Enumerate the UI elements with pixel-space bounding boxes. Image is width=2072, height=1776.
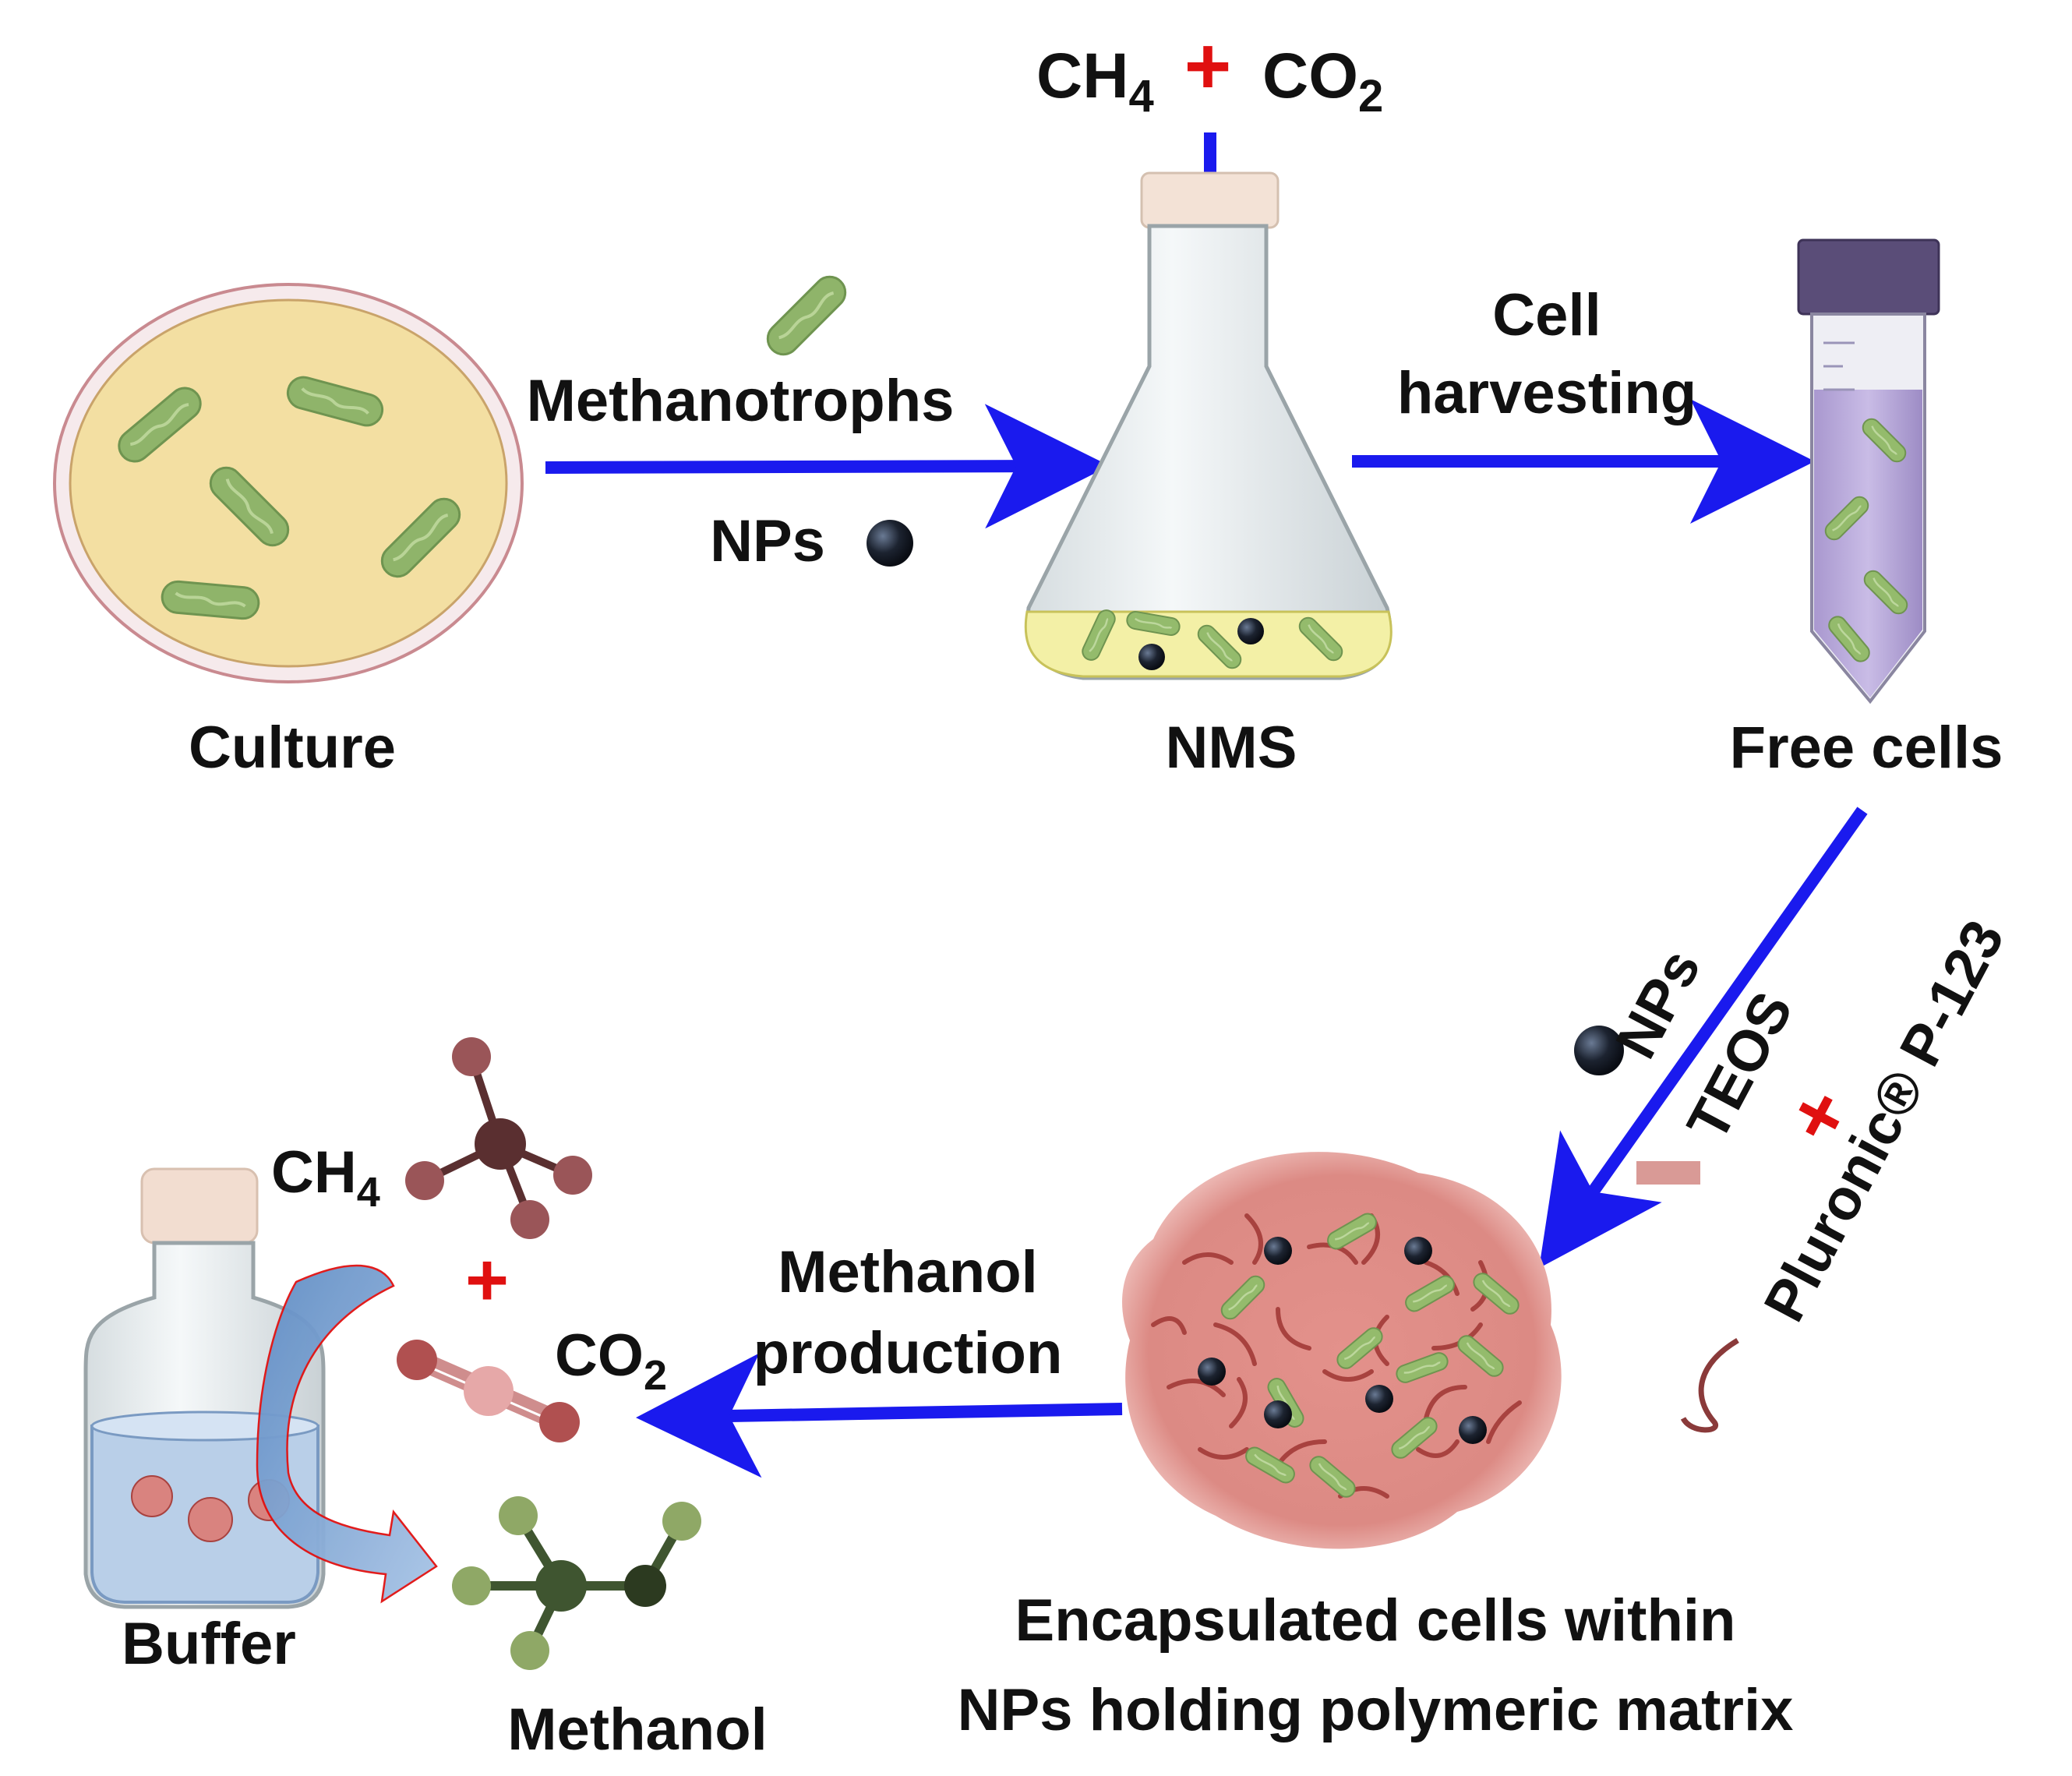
ch4-reaction-sub: 4 bbox=[357, 1169, 380, 1216]
minus-sign bbox=[1636, 1161, 1700, 1185]
co2-top-base: CO bbox=[1262, 41, 1358, 111]
arrow-encapsulated-to-methanol bbox=[636, 1353, 1123, 1478]
label-buffer: Buffer bbox=[122, 1611, 296, 1677]
label-nms: NMS bbox=[1166, 715, 1297, 781]
nanoparticle-icon bbox=[1138, 644, 1165, 670]
label-free-cells: Free cells bbox=[1730, 715, 2003, 781]
plus-sign-top: + bbox=[1184, 21, 1232, 111]
co2-reaction-sub: 2 bbox=[644, 1352, 667, 1399]
co2-molecule-icon bbox=[397, 1340, 580, 1442]
nms-flask bbox=[1024, 171, 1393, 680]
label-encapsulated-1: Encapsulated cells within bbox=[1015, 1587, 1736, 1654]
nanoparticle-icon bbox=[1404, 1237, 1432, 1265]
svg-text:CH4: CH4 bbox=[271, 1139, 380, 1216]
nanoparticle-icon bbox=[1264, 1237, 1292, 1265]
svg-text:CO2: CO2 bbox=[555, 1322, 667, 1399]
nanoparticle-icon bbox=[1198, 1358, 1226, 1386]
curved-conversion-arrow bbox=[256, 1265, 438, 1604]
methanotroph-bacterium-icon bbox=[761, 270, 852, 361]
ch4-reaction-base: CH bbox=[271, 1139, 357, 1206]
ch4-top-base: CH bbox=[1036, 41, 1128, 111]
nanoparticle-icon bbox=[867, 520, 913, 567]
label-encapsulated-2: NPs holding polymeric matrix bbox=[958, 1677, 1794, 1743]
plus-sign-reaction: + bbox=[465, 1238, 509, 1322]
label-nps-top: NPs bbox=[710, 508, 825, 574]
nanoparticle-icon bbox=[1459, 1416, 1487, 1444]
gas-input-top: CH4 + CO2 bbox=[1036, 21, 1383, 122]
label-methanol-production-2: production bbox=[754, 1320, 1063, 1386]
co2-top-sub: 2 bbox=[1358, 71, 1383, 122]
nanoparticle-icon bbox=[1365, 1385, 1393, 1413]
arrow-free-cells-to-encapsulated bbox=[1539, 807, 1868, 1269]
label-methanotrophs: Methanotrophs bbox=[527, 368, 955, 434]
label-methanol-production-1: Methanol bbox=[778, 1239, 1038, 1305]
label-cell-harvesting-1: Cell bbox=[1492, 282, 1601, 348]
ch4-molecule-icon bbox=[405, 1037, 592, 1239]
polymer-chain-icon bbox=[1680, 1337, 1739, 1433]
label-cell-harvesting-2: harvesting bbox=[1397, 360, 1696, 426]
encapsulated-matrix bbox=[1122, 1152, 1562, 1549]
arrow-culture-to-nms bbox=[545, 404, 1110, 529]
culture-dish bbox=[53, 283, 524, 683]
nanoparticle-icon bbox=[1264, 1400, 1292, 1428]
co2-reaction-base: CO bbox=[555, 1322, 644, 1389]
ch4-top-sub: 4 bbox=[1128, 71, 1153, 122]
methanol-molecule-icon bbox=[452, 1496, 701, 1670]
nanoparticle-icon bbox=[1574, 1026, 1624, 1075]
svg-text:CO2: CO2 bbox=[1262, 41, 1383, 122]
label-culture: Culture bbox=[189, 715, 396, 781]
label-methanol: Methanol bbox=[507, 1697, 768, 1763]
svg-text:CH4: CH4 bbox=[1036, 41, 1154, 122]
nanoparticle-icon bbox=[1237, 618, 1264, 644]
buffer-bottle bbox=[83, 1167, 438, 1609]
free-cells-tube bbox=[1797, 238, 1940, 704]
